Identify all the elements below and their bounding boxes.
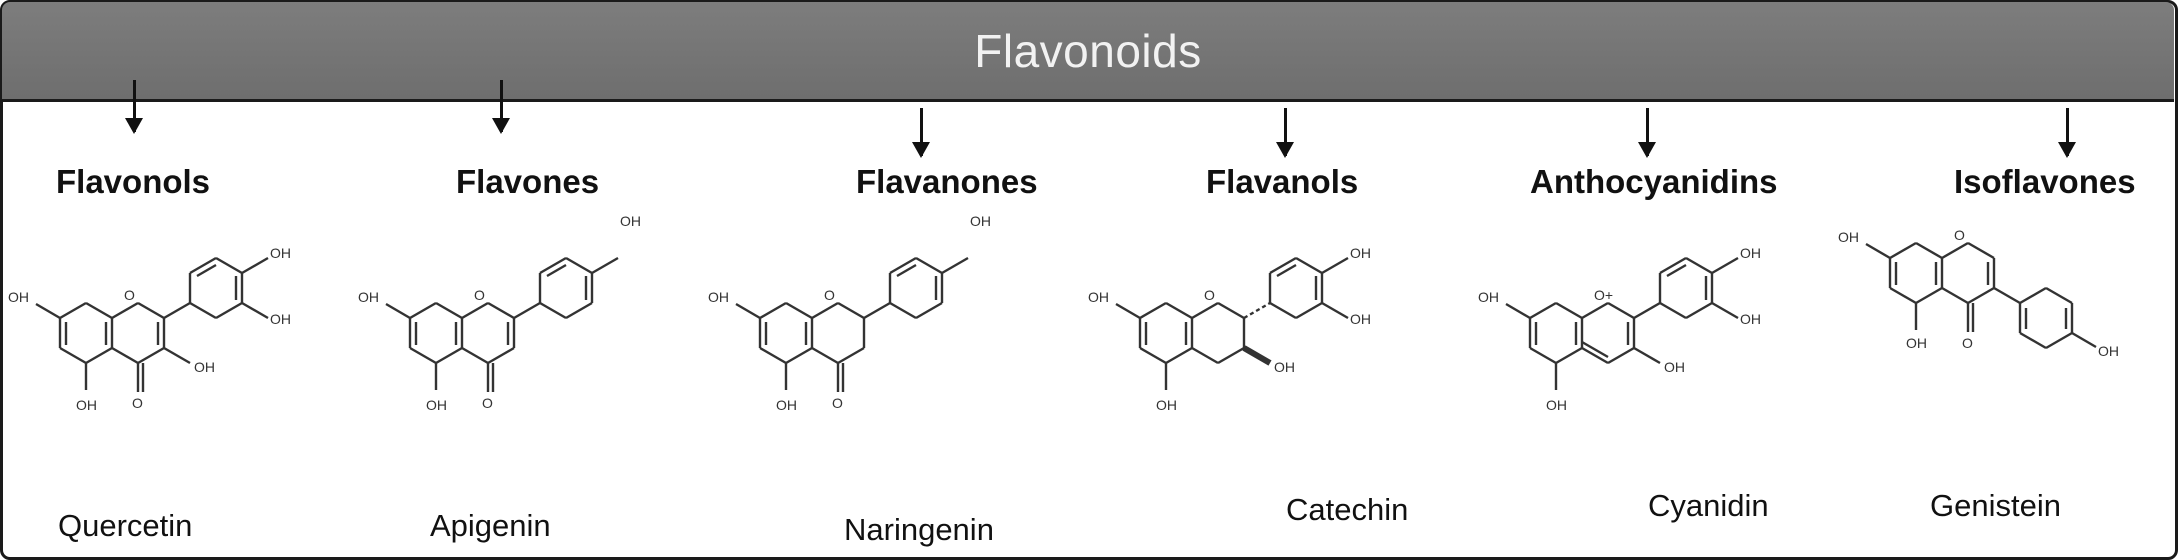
class-column-flavonols: Flavonols O OH OH O OH OH OH Quercetin (0, 0, 360, 546)
class-label-flavanones: Flavanones (856, 163, 1038, 200)
cyanidin-structure: O+ OH OH OH OH OH (1478, 245, 1761, 413)
svg-text:O+: O+ (1594, 287, 1613, 303)
class-label-flavanols: Flavanols (1206, 163, 1359, 200)
svg-text:OH: OH (1838, 229, 1859, 245)
svg-text:OH: OH (1274, 359, 1295, 375)
compound-label-genistein: Genistein (1930, 488, 2061, 523)
svg-text:OH: OH (1350, 311, 1371, 327)
arrow-connector (1276, 108, 1294, 158)
compound-label-catechin: Catechin (1286, 492, 1409, 527)
compound-label-apigenin: Apigenin (430, 508, 551, 543)
svg-text:OH: OH (270, 245, 291, 261)
svg-text:OH: OH (1478, 289, 1499, 305)
svg-text:OH: OH (8, 289, 29, 305)
svg-text:OH: OH (194, 359, 215, 375)
compound-label-cyanidin: Cyanidin (1648, 488, 1769, 523)
svg-text:O: O (832, 395, 843, 411)
svg-text:O: O (482, 395, 493, 411)
class-column-flavanols: Flavanols O OH OH OH OH OH Catechin (1080, 0, 1440, 546)
svg-text:OH: OH (1740, 311, 1761, 327)
compound-label-quercetin: Quercetin (58, 508, 193, 543)
svg-text:OH: OH (1740, 245, 1761, 261)
root-title: Flavonoids (974, 24, 1202, 77)
arrow-connector (2058, 108, 2076, 158)
class-column-isoflavones: Isoflavones O OH OH O OH Genistein (1830, 0, 2180, 546)
apigenin-structure: O OH OH O OH (358, 213, 641, 413)
svg-text:O: O (824, 287, 835, 303)
quercetin-structure: O OH OH O OH OH OH (8, 245, 291, 413)
class-label-isoflavones: Isoflavones (1954, 163, 2136, 200)
svg-text:OH: OH (708, 289, 729, 305)
svg-text:O: O (474, 287, 485, 303)
class-column-flavones: Flavones O OH OH O OH Apigenin (350, 0, 710, 546)
svg-text:O: O (1962, 335, 1973, 351)
arrow-connector (492, 80, 510, 134)
svg-text:OH: OH (270, 311, 291, 327)
svg-text:O: O (124, 287, 135, 303)
svg-text:O: O (1204, 287, 1215, 303)
svg-text:OH: OH (1546, 397, 1567, 413)
root-node-header: Flavonoids (2, 2, 2174, 102)
svg-text:OH: OH (2098, 343, 2119, 359)
svg-text:OH: OH (1350, 245, 1371, 261)
svg-text:OH: OH (1088, 289, 1109, 305)
arrow-connector (125, 80, 143, 134)
svg-text:OH: OH (776, 397, 797, 413)
class-label-flavonols: Flavonols (56, 163, 211, 200)
svg-text:OH: OH (620, 213, 641, 229)
class-label-flavones: Flavones (456, 163, 600, 200)
svg-text:OH: OH (1156, 397, 1177, 413)
class-label-anthocyanidins: Anthocyanidins (1530, 163, 1778, 200)
genistein-structure: O OH OH O OH (1838, 227, 2119, 359)
svg-text:OH: OH (358, 289, 379, 305)
svg-text:O: O (1954, 227, 1965, 243)
svg-text:OH: OH (1664, 359, 1685, 375)
catechin-structure: O OH OH OH OH OH (1088, 245, 1371, 413)
svg-text:OH: OH (1906, 335, 1927, 351)
class-column-anthocyanidins: Anthocyanidins O+ OH OH OH OH OH Cyanidi… (1470, 0, 1830, 546)
svg-text:OH: OH (970, 213, 991, 229)
naringenin-structure: O OH OH O OH (708, 213, 991, 413)
svg-text:OH: OH (76, 397, 97, 413)
compound-label-naringenin: Naringenin (844, 512, 994, 547)
svg-text:OH: OH (426, 397, 447, 413)
svg-text:O: O (132, 395, 143, 411)
arrow-connector (1638, 108, 1656, 158)
class-column-flavanones: Flavanones O OH OH O OH Naringenin (700, 0, 1060, 547)
arrow-connector (912, 108, 930, 158)
